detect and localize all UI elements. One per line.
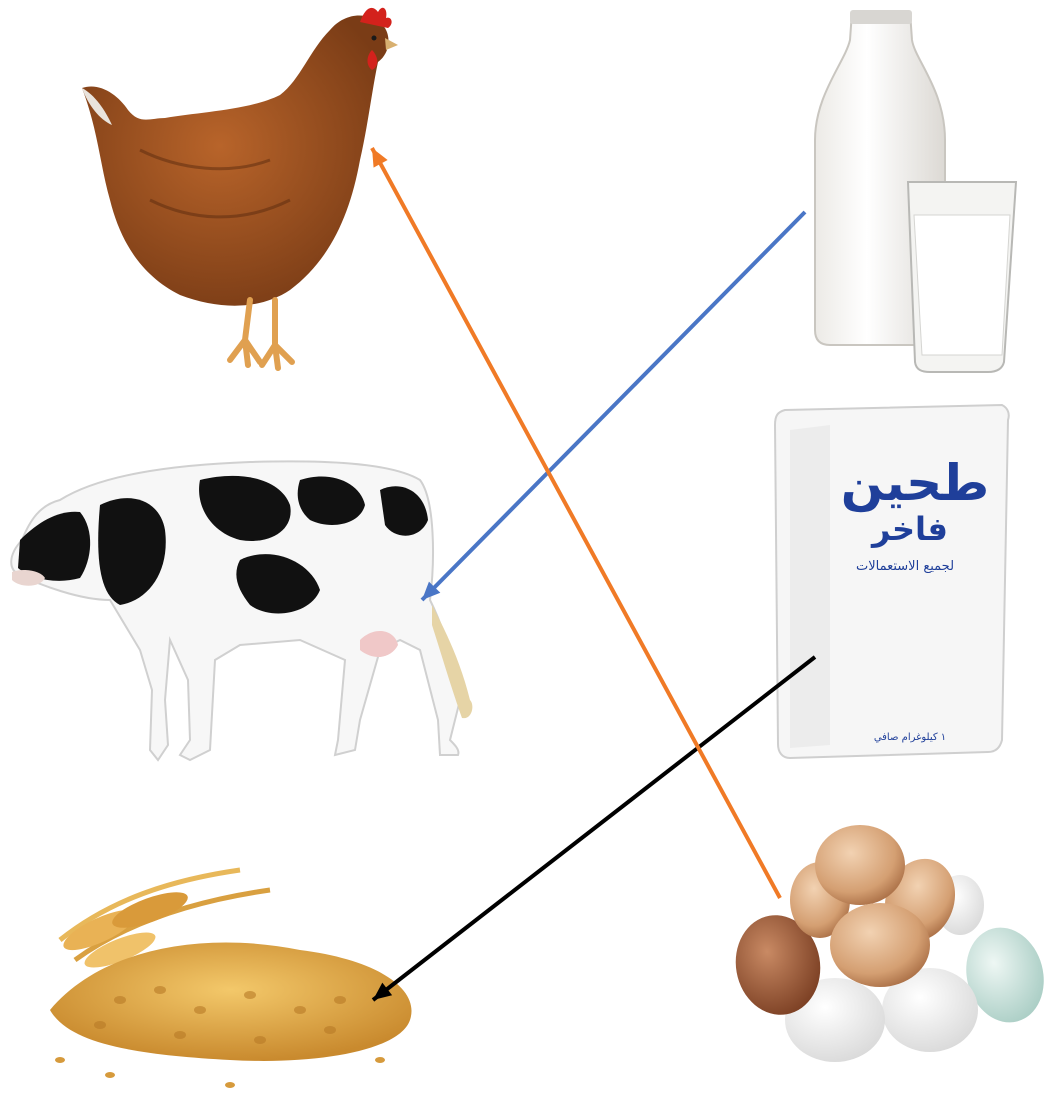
eggs-image <box>728 825 1044 1062</box>
arrow-eggs-to-hen <box>372 148 780 898</box>
cow-image <box>11 461 472 760</box>
arrow-milk-to-cow <box>422 212 805 600</box>
flour-title: طحين <box>841 454 990 513</box>
wheat-image <box>50 870 412 1088</box>
flour-tagline: لجميع الاستعمالات <box>856 559 954 574</box>
flour-subtitle: فاخر <box>870 510 948 548</box>
hen-image <box>82 8 398 368</box>
milk-image <box>815 10 1016 372</box>
connector-lines <box>372 148 815 1000</box>
flour-weight: ١ كيلوغرام صافي <box>874 732 946 743</box>
flour-bag-image: طحين فاخر لجميع الاستعمالات ١ كيلوغرام ص… <box>775 405 1009 758</box>
